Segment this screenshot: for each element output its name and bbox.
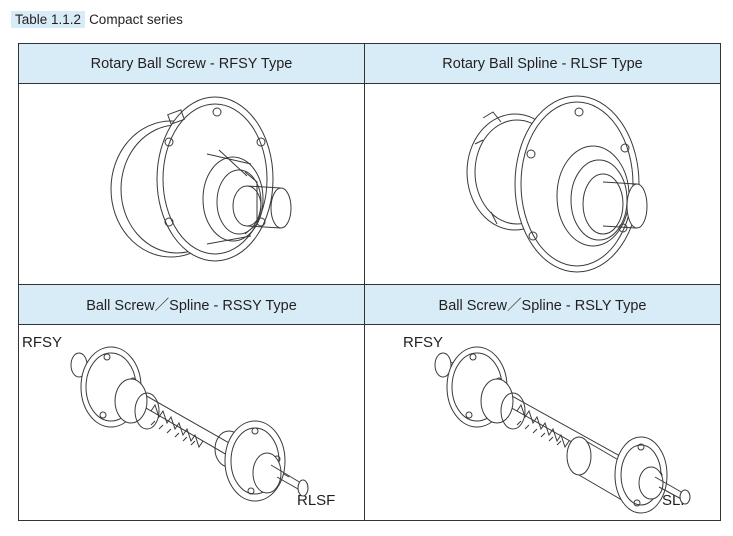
header-rfsy: Rotary Ball Screw - RFSY Type — [19, 44, 364, 83]
table-caption: Table 1.1.2 Compact series — [11, 10, 183, 29]
cell-rlsf-image — [365, 84, 720, 284]
label-rlsf: RLSF — [297, 492, 336, 509]
table-title: Compact series — [89, 12, 183, 27]
cell-rsly-image: RFSY SLF — [365, 325, 720, 520]
header-rsly: Ball Screw／Spline - RSLY Type — [365, 285, 720, 324]
rlsf-ball-spline-drawing — [365, 84, 720, 284]
rsly-screw-spline-drawing — [365, 325, 720, 520]
divider — [19, 324, 720, 325]
rssy-screw-spline-drawing — [19, 325, 364, 520]
header-rlsf: Rotary Ball Spline - RLSF Type — [365, 44, 720, 83]
divider — [19, 284, 720, 285]
divider — [19, 83, 720, 84]
cell-rssy-image: RFSY RLSF — [19, 325, 364, 520]
label-rfsy: RFSY — [403, 334, 444, 351]
label-rfsy: RFSY — [22, 334, 63, 351]
rfsy-ball-screw-drawing — [19, 84, 364, 284]
cell-rfsy-image — [19, 84, 364, 284]
header-rssy: Ball Screw／Spline - RSSY Type — [19, 285, 364, 324]
product-table: Rotary Ball Screw - RFSY Type Rotary Bal… — [18, 43, 721, 521]
divider — [364, 44, 365, 520]
table-number: Table 1.1.2 — [11, 11, 86, 28]
